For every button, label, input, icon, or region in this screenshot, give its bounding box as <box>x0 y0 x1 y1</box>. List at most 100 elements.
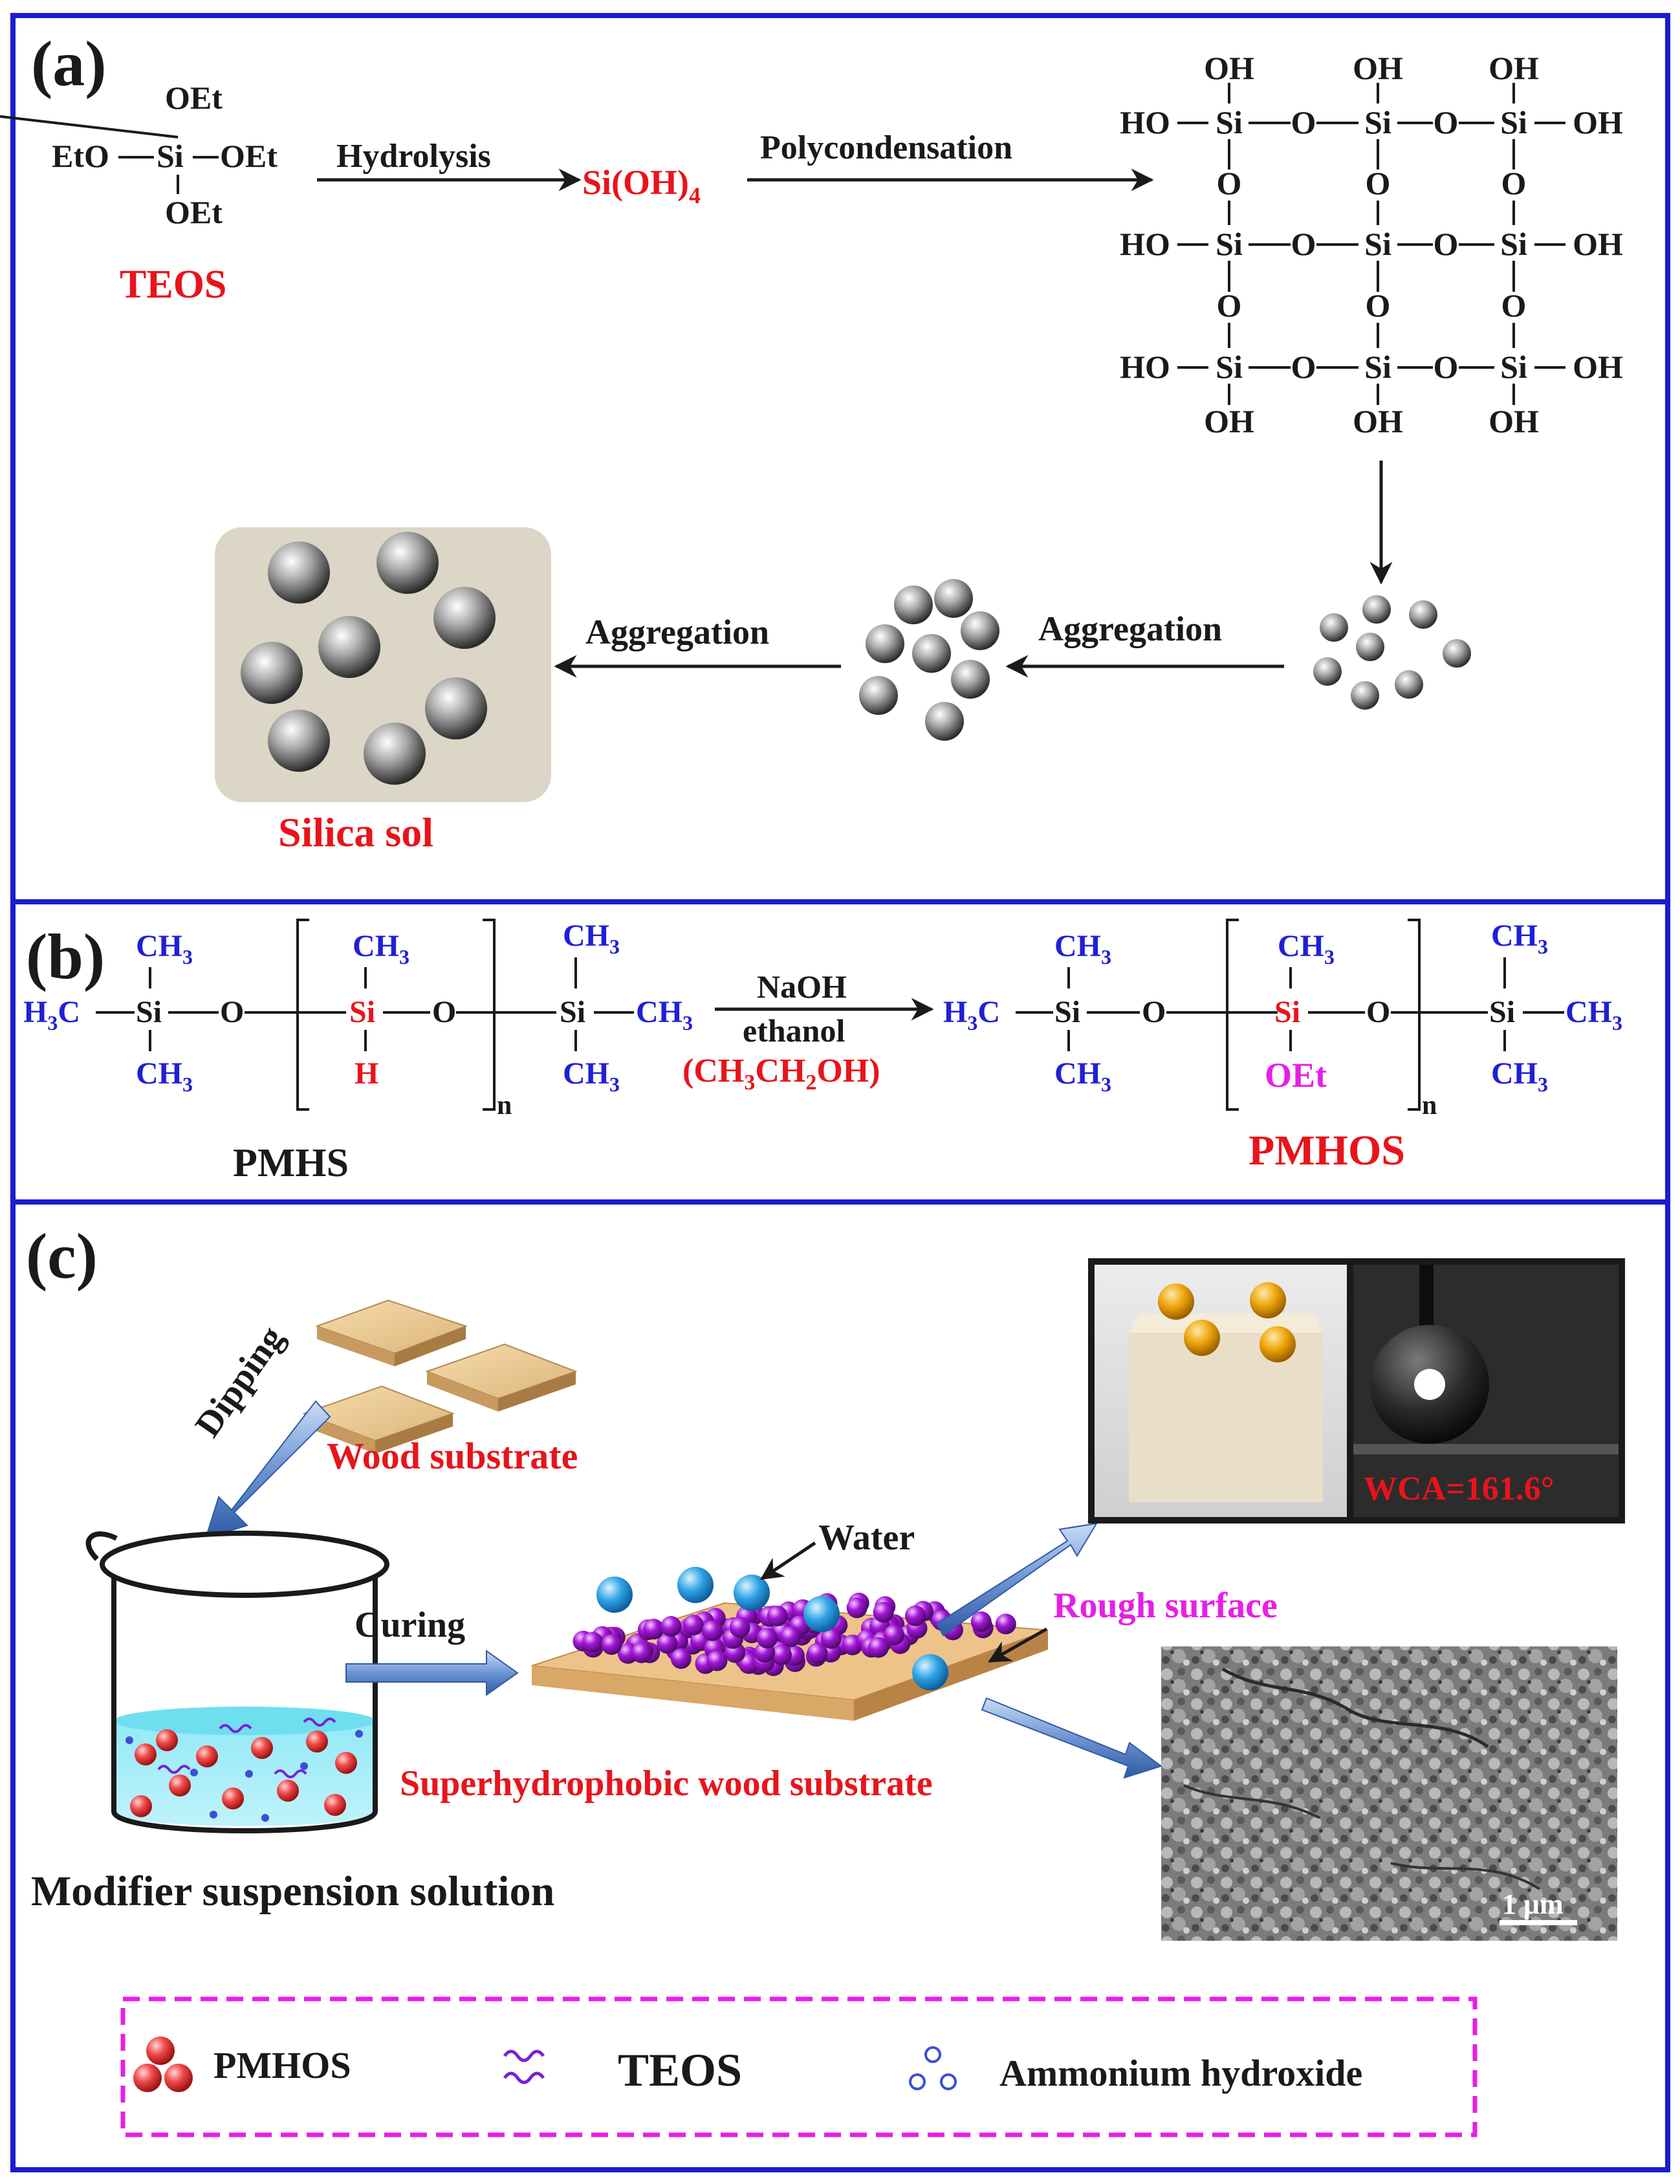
pmhos-oet: OEt <box>1265 1056 1327 1095</box>
legend-teos-icon <box>503 2071 545 2084</box>
curing-arrow <box>345 1650 519 1696</box>
ammonium-dot <box>190 1769 198 1776</box>
sem-image: 1 μm <box>1161 1646 1617 1941</box>
beaker-body <box>111 1566 378 1833</box>
purple-particle <box>905 1605 926 1626</box>
wood-piece-side <box>498 1371 576 1412</box>
polycondensation-label: Polycondensation <box>760 129 1012 166</box>
network-o: O <box>1291 104 1316 140</box>
particle <box>268 710 330 772</box>
oil-droplet <box>1158 1283 1194 1320</box>
oil-droplet <box>1250 1282 1286 1318</box>
network-oh-bottom: OH <box>1353 403 1403 439</box>
ammonium-dot <box>245 1770 253 1778</box>
bracket-right <box>483 919 496 1111</box>
water-label: Water <box>818 1518 915 1558</box>
legend-teos-label: TEOS <box>618 2044 742 2096</box>
scale-bar <box>1500 1920 1577 1925</box>
water-droplet <box>912 1654 948 1690</box>
purple-particle <box>970 1611 992 1632</box>
network-si: Si <box>1500 349 1527 385</box>
board-front <box>532 1666 854 1721</box>
sem-crack <box>1390 1862 1541 1890</box>
purple-particle <box>780 1626 802 1647</box>
network-o: O <box>1434 104 1459 140</box>
water-pointer <box>760 1541 816 1580</box>
pmhos-particle <box>135 1743 157 1765</box>
water-droplet <box>677 1567 714 1603</box>
network-oh-bottom: OH <box>1489 403 1539 439</box>
particle <box>951 660 990 699</box>
purple-particle <box>601 1634 622 1655</box>
naoh-label: NaOH <box>757 968 847 1005</box>
network-si: Si <box>1364 349 1391 385</box>
teos-structure: OEt EtO Si OEt OEt TEOS <box>0 80 278 307</box>
pmhos-particle <box>169 1774 191 1796</box>
legend: PMHOS TEOS Ammonium hydroxide <box>120 1996 1478 2137</box>
sem-crack <box>1221 1667 1489 1749</box>
teos-oet-top: OEt <box>165 80 223 116</box>
pmhos-si-right: Si <box>1489 995 1515 1029</box>
purple-particle <box>995 1613 1016 1635</box>
particle <box>925 702 964 741</box>
purple-particle <box>657 1633 678 1654</box>
pmhs-si-left: Si <box>136 995 162 1029</box>
sioh4: Si(OH)4 <box>582 163 701 208</box>
network-o: O <box>1217 287 1242 323</box>
pmhs-h3c-left: H3C <box>23 995 80 1034</box>
pmhs-name: PMHS <box>233 1141 349 1185</box>
pmhos-particle <box>156 1729 178 1751</box>
network-o: O <box>1366 165 1391 201</box>
legend-box <box>120 1996 1478 2137</box>
network-si: Si <box>1500 104 1527 140</box>
ammonium-dot <box>261 1814 269 1822</box>
pmhs-o-left: O <box>220 995 244 1029</box>
network-oh-top: OH <box>1489 50 1539 86</box>
pmhs-h: H <box>355 1056 378 1091</box>
ethanol-formula: (CH3CH2OH) <box>682 1053 880 1095</box>
particle <box>433 587 496 649</box>
modifier-label: Modifier suspension solution <box>31 1868 554 1915</box>
purple-particle <box>767 1606 788 1626</box>
particle <box>894 585 933 624</box>
pmhs-si-right: Si <box>560 995 585 1029</box>
particle <box>318 616 380 678</box>
particle <box>1362 595 1391 624</box>
teos-oet-right: OEt <box>220 138 278 174</box>
substrate-line <box>1353 1444 1619 1454</box>
ammonium-dot <box>300 1762 308 1770</box>
teos-name: TEOS <box>120 263 226 307</box>
legend-pmhos-icon <box>133 2064 162 2092</box>
pmhos-particle <box>222 1787 244 1809</box>
pmhos-particle <box>335 1752 357 1774</box>
pmhos-si-left: Si <box>1054 995 1080 1029</box>
drop-highlight <box>1414 1369 1445 1400</box>
purple-particle <box>867 1637 889 1658</box>
teos-si: Si <box>157 138 184 174</box>
purple-particle <box>582 1632 604 1653</box>
particle <box>1409 600 1437 629</box>
teos-eto: EtO <box>52 138 109 174</box>
pmhos-particle <box>130 1795 152 1817</box>
network-oh-top: OH <box>1353 50 1403 86</box>
dipping-label: Dipping <box>188 1319 292 1445</box>
pmhs-ch3-top-left: CH3 <box>136 929 193 968</box>
panel-a-label: (a) <box>31 28 107 100</box>
network-oh: OH <box>1573 226 1623 262</box>
beaker <box>85 1531 389 1833</box>
particle <box>241 642 303 704</box>
particle <box>1313 657 1342 686</box>
pmhos-particle <box>277 1780 299 1802</box>
purple-particle <box>643 1619 664 1640</box>
network-oh-bottom: OH <box>1204 403 1254 439</box>
pmhs-o-repeat: O <box>432 995 456 1029</box>
pmhs-n: n <box>497 1091 512 1120</box>
network-ho: HO <box>1120 226 1170 262</box>
pmhs-structure: CH3 H3C Si CH3 O CH3 Si H O n CH3 Si CH3… <box>23 919 693 1120</box>
water-droplet <box>734 1575 770 1611</box>
purple-particle <box>702 1620 723 1641</box>
teos-squiggle <box>274 1769 307 1778</box>
beaker-liquid-surface <box>114 1707 375 1735</box>
